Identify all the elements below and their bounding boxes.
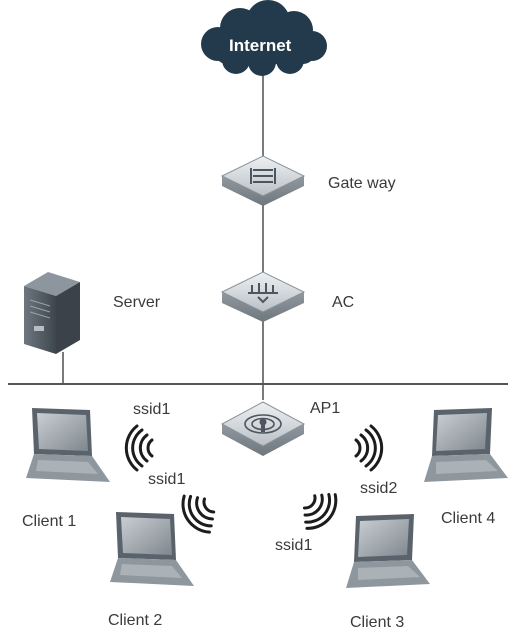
laptop-icon-client4 xyxy=(424,408,508,482)
wifi-waves-icon-client1 xyxy=(124,424,154,472)
gateway-router-icon xyxy=(220,155,306,206)
client4-label: Client 4 xyxy=(441,510,496,527)
wifi-waves-icon-client4 xyxy=(354,424,384,472)
laptop-icon-client3 xyxy=(346,514,430,588)
ac-label: AC xyxy=(332,294,355,311)
cloud-icon xyxy=(201,0,327,76)
ssid-label-client2: ssid1 xyxy=(148,471,186,488)
server-icon xyxy=(24,272,80,354)
connection-lines xyxy=(62,70,264,400)
client2-label: Client 2 xyxy=(108,612,163,629)
ap-label: AP1 xyxy=(310,400,341,417)
wifi-waves-icon-client3 xyxy=(302,492,338,530)
gateway-label: Gate way xyxy=(328,175,396,192)
laptop-icon-client2 xyxy=(110,512,194,586)
internet-label: Internet xyxy=(229,36,292,55)
server-label: Server xyxy=(113,294,161,311)
client1-label: Client 1 xyxy=(22,513,77,530)
ssid-label-client3: ssid1 xyxy=(275,537,313,554)
ssid-label-client1: ssid1 xyxy=(133,401,171,418)
client3-label: Client 3 xyxy=(350,614,405,631)
wifi-waves-icon-client2 xyxy=(181,494,216,534)
access-point-icon xyxy=(220,401,306,456)
ssid-label-client4: ssid2 xyxy=(360,480,398,497)
laptop-icon-client1 xyxy=(26,408,110,482)
access-controller-icon xyxy=(220,271,306,322)
